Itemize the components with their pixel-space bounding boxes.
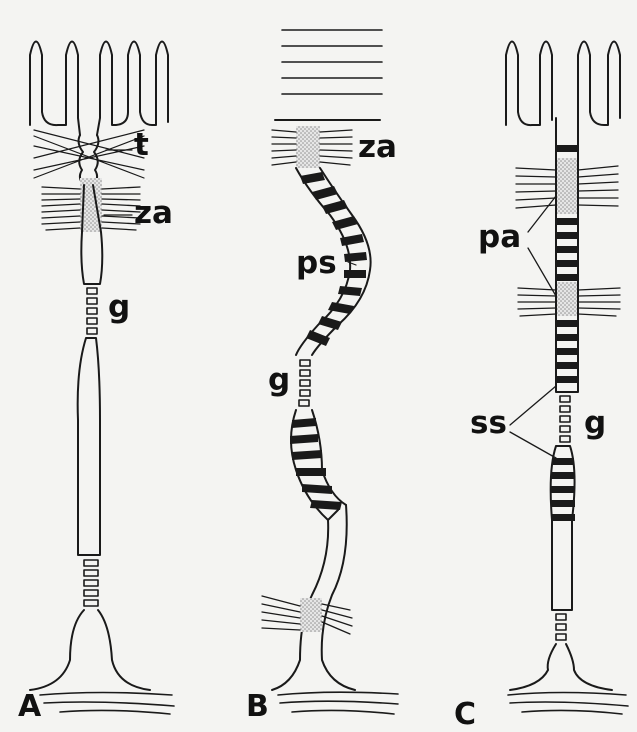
panel-b-letter: B [246,692,269,722]
panel-c-label-gap-junction: g [584,408,606,439]
panel-c-lower-plaque [557,282,577,316]
panel-c-letter: C [454,700,476,730]
panel-a-label-tight-junction: t [134,130,149,161]
panel-b-label-punctate-segments: ps [296,248,337,279]
panel-b-lower-plaque [300,598,322,632]
panel-c-label-punctate-adherens: pa [478,222,521,253]
panel-a-label-gap-junction: g [108,292,130,323]
panel-a-letter: A [18,692,41,722]
panel-b-label-gap-junction: g [268,365,290,396]
panel-c-label-septate-segments: ss [470,408,507,439]
panel-b-label-zonula-adherens: za [358,132,397,163]
panel-c-upper-plaque [557,158,577,214]
panel-a-label-zonula-adherens: za [134,198,173,229]
panel-b-adherens-plaque [296,126,320,168]
